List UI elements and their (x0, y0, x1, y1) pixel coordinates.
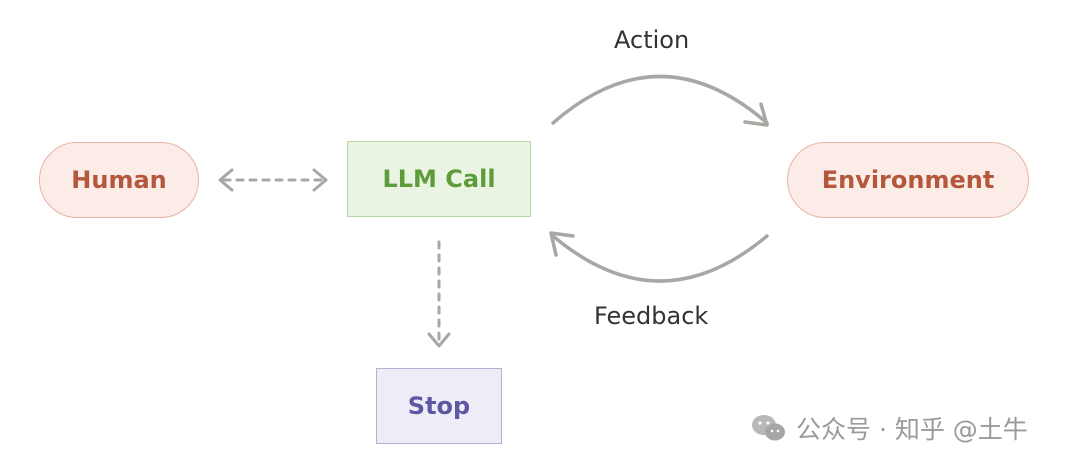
edge-label-feedback: Feedback (594, 302, 709, 330)
action-arrow (551, 74, 769, 127)
watermark-text: 公众号 · 知乎 @土牛 (796, 415, 1028, 444)
edge-label-action: Action (614, 26, 690, 54)
node-stop: Stop (376, 368, 502, 444)
feedback-arrow (549, 231, 769, 283)
node-environment: Environment (787, 142, 1029, 218)
node-llm-call: LLM Call (347, 141, 531, 217)
human-llm-dashed-arrow (218, 168, 328, 192)
wechat-icon (752, 415, 785, 441)
node-human: Human (39, 142, 199, 218)
watermark: 公众号 · 知乎 @土牛 (750, 410, 1028, 446)
llm-stop-dashed-arrow (427, 240, 451, 348)
